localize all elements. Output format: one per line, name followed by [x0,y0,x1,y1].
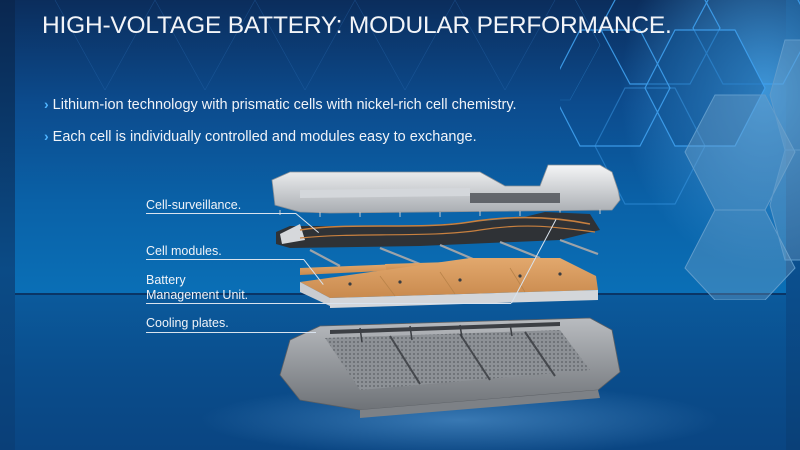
bullet-item: ›Lithium-ion technology with prismatic c… [44,96,517,113]
leader-line-cell-surveillance [146,213,296,214]
left-edge-band [0,0,15,450]
housing-cover [271,164,621,217]
cell-modules [300,258,598,308]
cell-surveillance-harness [276,212,600,267]
chevron-right-icon: › [44,96,49,112]
callout-bmu-line1: Battery [146,273,186,287]
callout-cell-surveillance: Cell-surveillance. [146,198,242,212]
bullet-item: ›Each cell is individually controlled an… [44,128,477,145]
triangle-grid-decoration [54,0,556,90]
callout-cell-modules: Cell modules. [146,244,222,258]
leader-line-cell-modules [146,259,304,260]
callout-bmu-line2: Management Unit. [146,288,249,302]
battery-tray [279,317,621,418]
hexagon-pattern-decoration [560,0,800,300]
chevron-right-icon: › [44,128,49,144]
callout-cooling-plates: Cooling plates. [146,316,229,330]
leader-line-cooling-plates [146,332,316,333]
bullet-text: Lithium-ion technology with prismatic ce… [52,97,517,113]
leader-line-bmu [146,303,511,304]
bullet-text: Each cell is individually controlled and… [52,129,477,145]
slide-title: HIGH-VOLTAGE BATTERY: MODULAR PERFORMANC… [42,12,672,39]
